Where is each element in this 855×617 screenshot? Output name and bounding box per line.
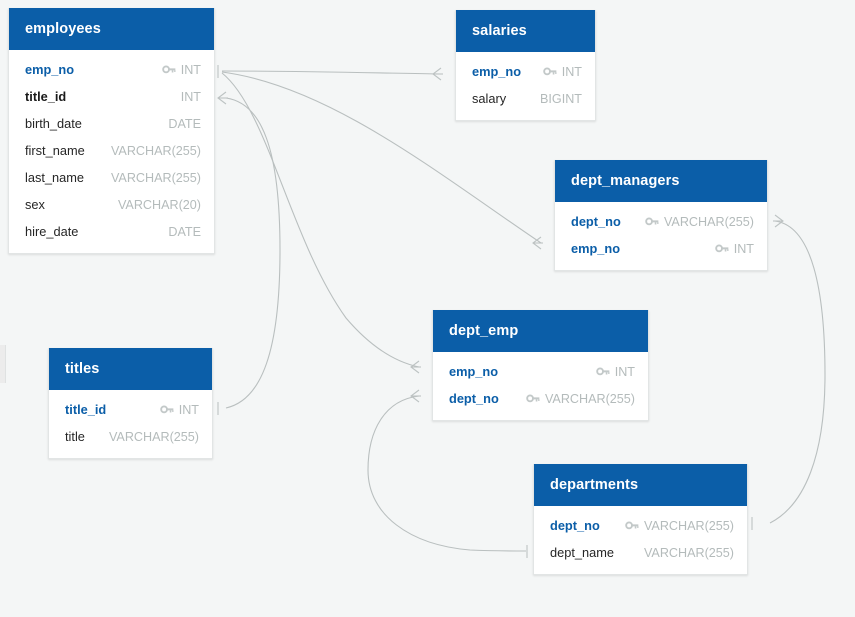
link-employees-salaries xyxy=(217,65,443,81)
column-row[interactable]: hire_date DATE xyxy=(9,218,214,245)
column-row[interactable]: dept_no VARCHAR(255) xyxy=(534,512,747,539)
column-type-group: VARCHAR(255) xyxy=(111,171,201,185)
column-type: DATE xyxy=(168,116,201,131)
key-icon xyxy=(161,64,176,76)
column-name: sex xyxy=(25,197,45,212)
column-name: salary xyxy=(472,91,507,106)
table-salaries[interactable]: salaries emp_no INT salary BIGINT xyxy=(455,10,596,121)
column-type: VARCHAR(255) xyxy=(643,545,734,560)
link-employees-titles xyxy=(217,91,281,415)
column-type: INT xyxy=(733,241,754,256)
column-type-group: VARCHAR(255) xyxy=(625,519,734,533)
column-row[interactable]: emp_no INT xyxy=(9,56,214,83)
column-type: INT xyxy=(614,364,635,379)
column-row[interactable]: emp_no INT xyxy=(433,358,648,385)
column-type: INT xyxy=(561,64,582,79)
column-type-group: INT xyxy=(595,364,635,379)
column-row[interactable]: sex VARCHAR(20) xyxy=(9,191,214,218)
column-row[interactable]: dept_no VARCHAR(255) xyxy=(433,385,648,412)
table-columns-salaries: emp_no INT salary BIGINT xyxy=(456,52,595,120)
column-type: VARCHAR(255) xyxy=(643,518,734,533)
column-name: emp_no xyxy=(472,64,522,79)
offscreen-table-edge xyxy=(0,345,6,383)
column-type: INT xyxy=(178,402,199,417)
column-type: VARCHAR(255) xyxy=(110,143,201,158)
table-dept_managers[interactable]: dept_managers dept_no VARCHAR(255) emp_no IN… xyxy=(554,160,768,271)
column-type: VARCHAR(20) xyxy=(117,197,201,212)
column-name: dept_name xyxy=(550,545,615,560)
column-type-group: VARCHAR(255) xyxy=(644,546,734,560)
column-name: hire_date xyxy=(25,224,79,239)
table-title-employees[interactable]: employees xyxy=(9,8,214,50)
column-type-group: INT xyxy=(714,241,754,256)
key-icon xyxy=(595,366,610,378)
column-type-group: VARCHAR(20) xyxy=(118,198,201,212)
column-type: VARCHAR(255) xyxy=(108,429,199,444)
key-icon xyxy=(542,66,557,78)
column-name: title_id xyxy=(65,402,107,417)
table-columns-titles: title_id INT title VARCHAR(255) xyxy=(49,390,212,458)
column-type: INT xyxy=(180,62,201,77)
column-name: title xyxy=(65,429,85,444)
table-columns-dept_managers: dept_no VARCHAR(255) emp_no INT xyxy=(555,202,767,270)
column-row[interactable]: title VARCHAR(255) xyxy=(49,423,212,450)
column-type-group: DATE xyxy=(168,117,201,131)
column-type-group: INT xyxy=(181,90,201,104)
column-row[interactable]: first_name VARCHAR(255) xyxy=(9,137,214,164)
table-columns-dept_emp: emp_no INT dept_no VARCHAR(255) xyxy=(433,352,648,420)
column-name: birth_date xyxy=(25,116,82,131)
column-row[interactable]: title_id INT xyxy=(9,83,214,110)
column-type-group: VARCHAR(255) xyxy=(109,430,199,444)
key-icon xyxy=(714,243,729,255)
column-type-group: INT xyxy=(159,402,199,417)
column-row[interactable]: emp_no INT xyxy=(456,58,595,85)
column-name: dept_no xyxy=(449,391,499,406)
table-title-dept_managers[interactable]: dept_managers xyxy=(555,160,767,202)
column-row[interactable]: dept_no VARCHAR(255) xyxy=(555,208,767,235)
column-name: emp_no xyxy=(449,364,499,379)
column-type: DATE xyxy=(168,224,201,239)
column-name: dept_no xyxy=(550,518,600,533)
column-type: VARCHAR(255) xyxy=(110,170,201,185)
column-type-group: INT xyxy=(161,62,201,77)
key-icon xyxy=(526,393,540,405)
key-icon xyxy=(625,520,639,532)
column-type: INT xyxy=(180,89,201,104)
column-row[interactable]: emp_no INT xyxy=(555,235,767,262)
column-row[interactable]: salary BIGINT xyxy=(456,85,595,112)
key-icon xyxy=(159,404,174,416)
column-type: VARCHAR(255) xyxy=(663,214,754,229)
column-name: dept_no xyxy=(571,214,621,229)
column-name: emp_no xyxy=(571,241,621,256)
link-employees-dept-emp xyxy=(221,72,421,374)
column-row[interactable]: last_name VARCHAR(255) xyxy=(9,164,214,191)
column-type-group: VARCHAR(255) xyxy=(645,215,754,229)
table-dept_emp[interactable]: dept_emp emp_no INT dept_no VARCHAR(255) xyxy=(432,310,649,421)
column-type: BIGINT xyxy=(540,91,582,106)
column-type-group: VARCHAR(255) xyxy=(526,392,635,406)
column-name: first_name xyxy=(25,143,85,158)
column-row[interactable]: birth_date DATE xyxy=(9,110,214,137)
column-type-group: DATE xyxy=(168,225,201,239)
column-name: emp_no xyxy=(25,62,75,77)
column-type: VARCHAR(255) xyxy=(544,391,635,406)
column-type-group: INT xyxy=(542,64,582,79)
table-title-salaries[interactable]: salaries xyxy=(456,10,595,52)
table-title-titles[interactable]: titles xyxy=(49,348,212,390)
column-row[interactable]: dept_name VARCHAR(255) xyxy=(534,539,747,566)
table-title-dept_emp[interactable]: dept_emp xyxy=(433,310,648,352)
column-type-group: VARCHAR(255) xyxy=(111,144,201,158)
column-name: last_name xyxy=(25,170,85,185)
column-type-group: BIGINT xyxy=(540,92,582,106)
column-row[interactable]: title_id INT xyxy=(49,396,212,423)
table-title-departments[interactable]: departments xyxy=(534,464,747,506)
column-name: title_id xyxy=(25,89,67,104)
key-icon xyxy=(645,216,659,228)
table-titles[interactable]: titles title_id INT title VARCHAR(255) xyxy=(48,348,213,459)
